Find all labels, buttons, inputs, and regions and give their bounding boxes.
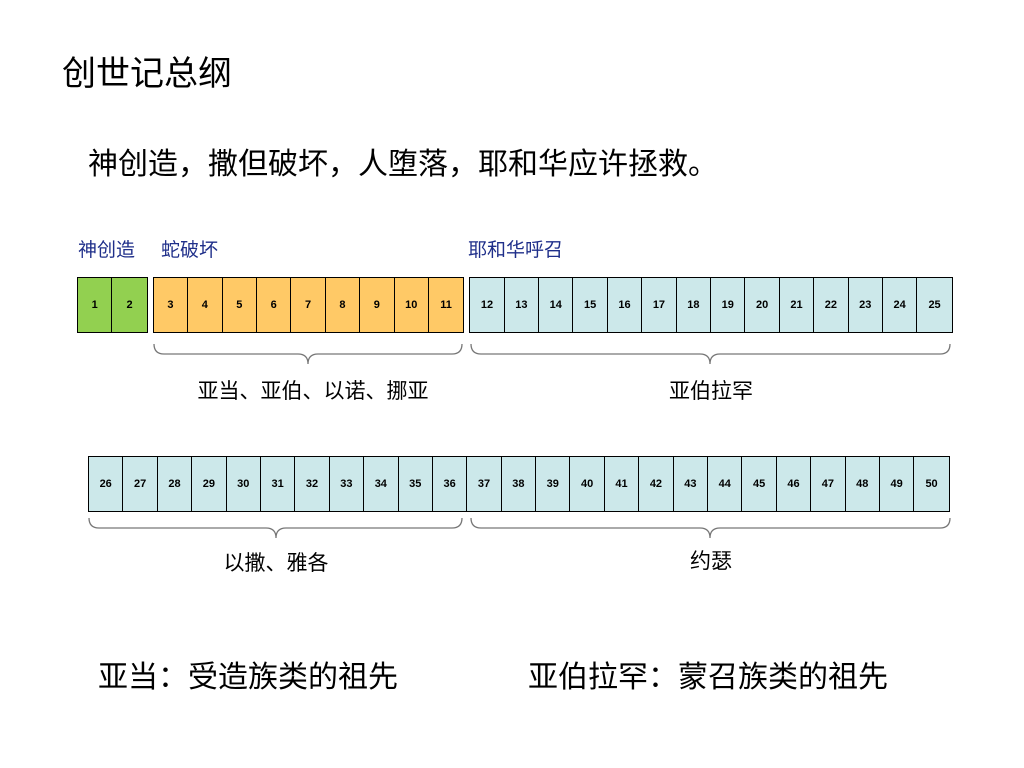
chapter-cell: 32 bbox=[295, 457, 330, 511]
chapter-cell: 43 bbox=[673, 457, 709, 511]
brace-abraham bbox=[470, 343, 951, 365]
chapter-cell: 40 bbox=[570, 457, 605, 511]
chapter-cell: 3 bbox=[153, 278, 189, 332]
bottom-text-adam: 亚当：受造族类的祖先 bbox=[98, 660, 398, 695]
chapter-cell: 1 bbox=[78, 278, 113, 332]
chapter-cell: 31 bbox=[260, 457, 296, 511]
brace-isaac-jacob bbox=[88, 517, 463, 539]
label-adam-line: 亚当、亚伯、以诺、挪亚 bbox=[197, 379, 429, 403]
chapter-cell: 11 bbox=[428, 278, 464, 332]
chapter-cell: 20 bbox=[745, 278, 780, 332]
chapter-cell: 47 bbox=[811, 457, 846, 511]
chapter-cell: 44 bbox=[708, 457, 743, 511]
chapter-cell: 26 bbox=[89, 457, 124, 511]
chapter-cell: 17 bbox=[642, 278, 677, 332]
chapter-cell: 46 bbox=[776, 457, 812, 511]
chapter-cell: 48 bbox=[845, 457, 880, 511]
chapter-cell: 34 bbox=[364, 457, 399, 511]
chapter-cell: 6 bbox=[256, 278, 292, 332]
chapter-cell: 38 bbox=[501, 457, 537, 511]
chapter-cell: 19 bbox=[711, 278, 746, 332]
chapter-cell: 4 bbox=[188, 278, 223, 332]
chapter-cell: 49 bbox=[879, 457, 915, 511]
chapter-cell: 42 bbox=[639, 457, 674, 511]
label-jehovah: 耶和华呼召 bbox=[468, 239, 564, 261]
chapter-cell: 5 bbox=[222, 278, 257, 332]
brace-adam-line bbox=[153, 343, 463, 365]
summary-text: 神创造，撒但破坏，人堕落，耶和华应许拯救。 bbox=[88, 147, 718, 182]
chapter-cell: 7 bbox=[291, 278, 326, 332]
chapter-cell: 36 bbox=[432, 457, 468, 511]
label-creation: 神创造 bbox=[78, 239, 136, 261]
label-isaac-jacob: 以撒、雅各 bbox=[223, 551, 329, 575]
chapter-cell: 28 bbox=[157, 457, 193, 511]
chapter-cell: 39 bbox=[536, 457, 571, 511]
chapter-cell: 45 bbox=[742, 457, 777, 511]
chapter-cell: 23 bbox=[848, 278, 883, 332]
chapter-cell: 27 bbox=[123, 457, 158, 511]
chapter-cell: 8 bbox=[325, 278, 361, 332]
chapter-cell: 33 bbox=[329, 457, 365, 511]
chapter-cell: 30 bbox=[226, 457, 261, 511]
chapter-cell: 13 bbox=[504, 278, 540, 332]
chapter-cell: 21 bbox=[779, 278, 815, 332]
chapter-cell: 14 bbox=[539, 278, 574, 332]
chapter-cell: 25 bbox=[917, 278, 952, 332]
chapter-cell: 50 bbox=[914, 457, 949, 511]
label-serpent: 蛇破坏 bbox=[161, 239, 219, 261]
label-joseph: 约瑟 bbox=[690, 549, 732, 573]
chapter-cell: 16 bbox=[607, 278, 643, 332]
chapter-cell: 37 bbox=[467, 457, 502, 511]
chapter-cell: 24 bbox=[882, 278, 918, 332]
chapter-cell: 15 bbox=[573, 278, 608, 332]
chapter-cell: 22 bbox=[814, 278, 849, 332]
chapter-cell: 12 bbox=[470, 278, 505, 332]
label-abraham: 亚伯拉罕 bbox=[669, 379, 753, 403]
chapter-cell: 18 bbox=[676, 278, 712, 332]
chapter-cell: 41 bbox=[604, 457, 640, 511]
chapter-cell: 29 bbox=[192, 457, 227, 511]
chapter-cell: 35 bbox=[398, 457, 433, 511]
chapter-cell: 10 bbox=[394, 278, 429, 332]
chapter-cell: 9 bbox=[360, 278, 395, 332]
chapter-cell: 2 bbox=[112, 278, 147, 332]
brace-joseph bbox=[470, 517, 951, 539]
bottom-text-abraham: 亚伯拉罕：蒙召族类的祖先 bbox=[528, 660, 888, 695]
page-title: 创世记总纲 bbox=[62, 54, 232, 94]
